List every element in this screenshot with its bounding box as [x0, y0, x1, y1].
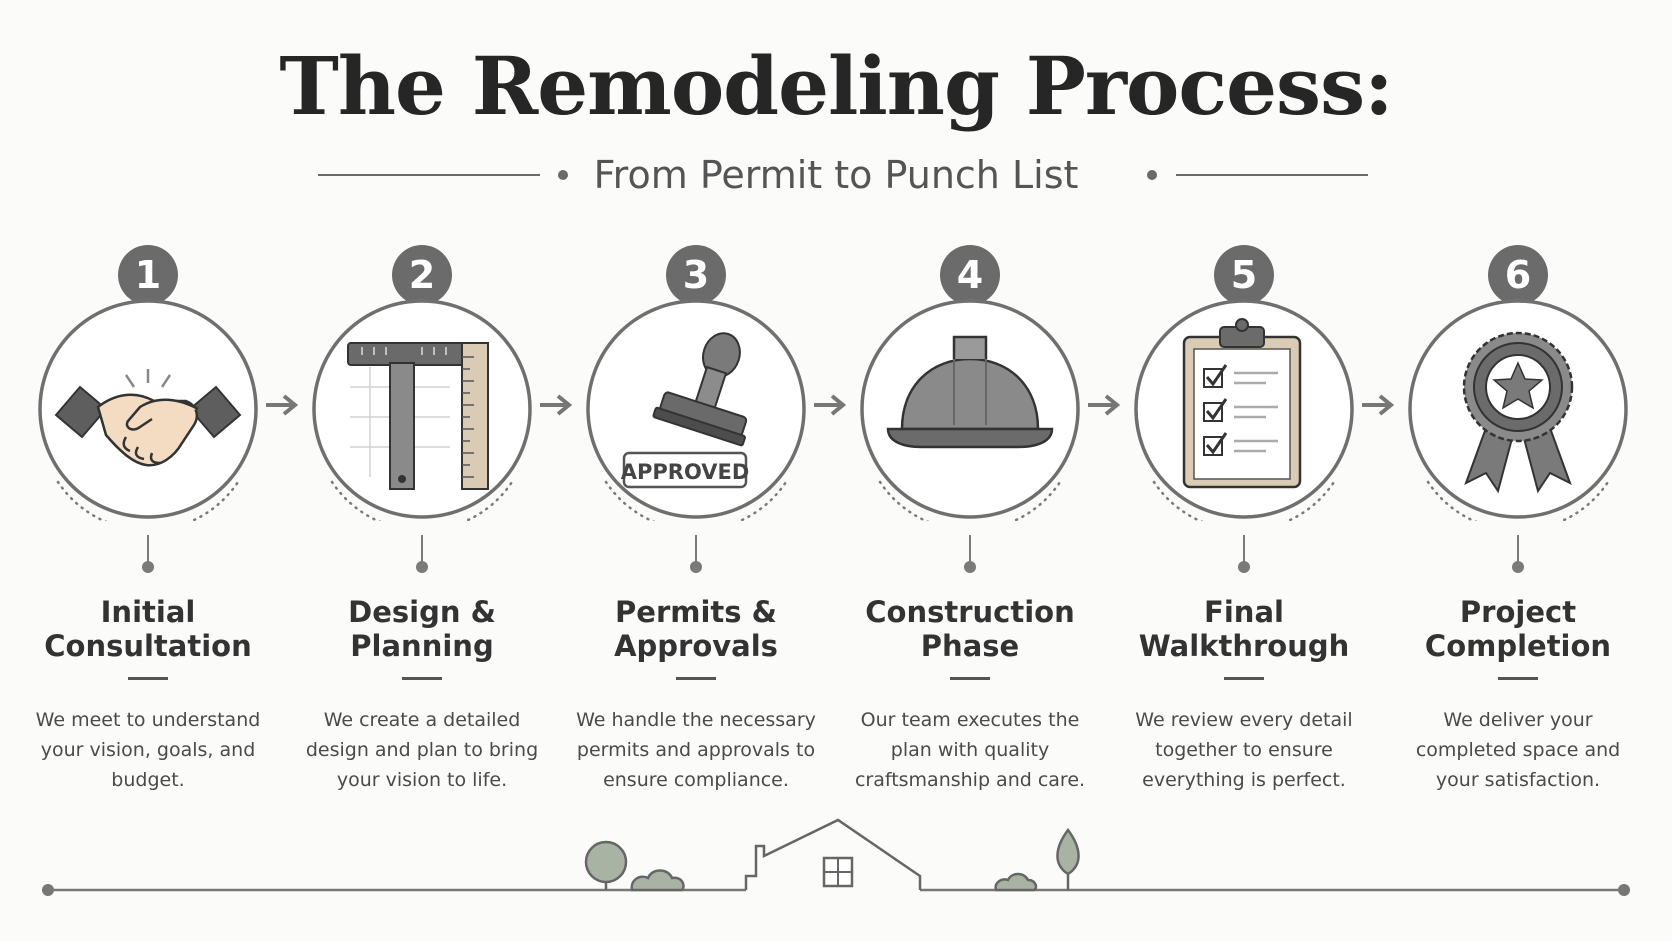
subtitle-rule-left — [318, 174, 540, 176]
checklist-clipboard-icon — [1182, 318, 1302, 489]
bush-icon — [630, 869, 685, 892]
arrow-right-icon — [1088, 394, 1121, 416]
subtitle-rule-right — [1176, 174, 1368, 176]
step-6: 6 Project Completion We deliver your com… — [1398, 245, 1638, 805]
step-number-badge: 3 — [666, 245, 726, 305]
step-title: Construction Phase — [865, 595, 1075, 663]
step-title: Design & Planning — [348, 595, 496, 663]
hard-hat-icon — [886, 335, 1054, 449]
step-5: 5 Final Walkthrough We review — [1124, 245, 1364, 805]
step-number-badge: 6 — [1488, 245, 1548, 305]
step-description: We handle the necessary permits and appr… — [576, 709, 816, 791]
step-ring — [38, 299, 258, 521]
step-number-badge: 2 — [392, 245, 452, 305]
page-title: The Remodeling Process: — [279, 39, 1393, 133]
step-title: Final Walkthrough — [1138, 595, 1350, 663]
arrow-right-icon — [814, 394, 847, 416]
t-square-ruler-icon — [347, 342, 489, 490]
step-title-underline — [1498, 677, 1538, 680]
step-connector — [969, 535, 971, 565]
step-connector-dot — [416, 561, 428, 573]
step-connector-dot — [1512, 561, 1524, 573]
step-number-badge: 4 — [940, 245, 1000, 305]
step-connector-dot — [1238, 561, 1250, 573]
step-connector — [421, 535, 423, 565]
step-ring — [1134, 299, 1354, 521]
handshake-icon — [54, 369, 242, 467]
step-description: We meet to understand your vision, goals… — [35, 709, 261, 791]
subtitle-dot-right — [1147, 170, 1157, 180]
step-title-underline — [950, 677, 990, 680]
step-title: Initial Consultation — [44, 595, 252, 663]
step-4: 4 Construction Phase Our team executes t… — [850, 245, 1090, 805]
step-ring — [1408, 299, 1628, 521]
house-landscape-illustration — [42, 818, 1630, 896]
step-title-underline — [128, 677, 168, 680]
step-title-underline — [402, 677, 442, 680]
step-connector — [147, 535, 149, 565]
house-icon — [744, 818, 922, 890]
page-subtitle: From Permit to Punch List — [593, 153, 1079, 197]
step-connector-dot — [690, 561, 702, 573]
bush-icon — [994, 872, 1038, 892]
step-connector — [1243, 535, 1245, 565]
arrow-right-icon — [540, 394, 573, 416]
step-ring: APPROVED — [586, 299, 806, 521]
step-title: Permits & Approvals — [614, 595, 778, 663]
subtitle-dot-left — [558, 170, 568, 180]
step-description: We review every detail together to ensur… — [1135, 709, 1353, 791]
step-title-underline — [1224, 677, 1264, 680]
step-title-underline — [676, 677, 716, 680]
step-1: 1 Initial Consultation We meet to unders… — [28, 245, 268, 805]
step-description: We deliver your completed space and your… — [1415, 709, 1621, 791]
step-3: 3 APPROVED Permits & Approvals We handle… — [576, 245, 816, 805]
step-number-badge: 1 — [118, 245, 178, 305]
step-connector-dot — [142, 561, 154, 573]
step-title: Project Completion — [1424, 595, 1612, 663]
award-ribbon-icon — [1462, 331, 1574, 494]
tree-icon — [1056, 827, 1080, 890]
step-ring — [312, 299, 532, 521]
step-ring — [860, 299, 1080, 521]
arrow-right-icon — [266, 394, 299, 416]
step-description: We create a detailed design and plan to … — [305, 709, 539, 791]
step-description: Our team executes the plan with quality … — [854, 709, 1086, 791]
step-connector — [695, 535, 697, 565]
subtitle-row: From Permit to Punch List — [0, 150, 1672, 200]
stamp-text: APPROVED — [621, 460, 750, 484]
approval-stamp-icon: APPROVED — [621, 332, 750, 489]
arrow-right-icon — [1362, 394, 1395, 416]
step-connector — [1517, 535, 1519, 565]
tree-icon — [584, 840, 628, 890]
step-2: 2 — [302, 245, 542, 805]
step-number-badge: 5 — [1214, 245, 1274, 305]
step-connector-dot — [964, 561, 976, 573]
